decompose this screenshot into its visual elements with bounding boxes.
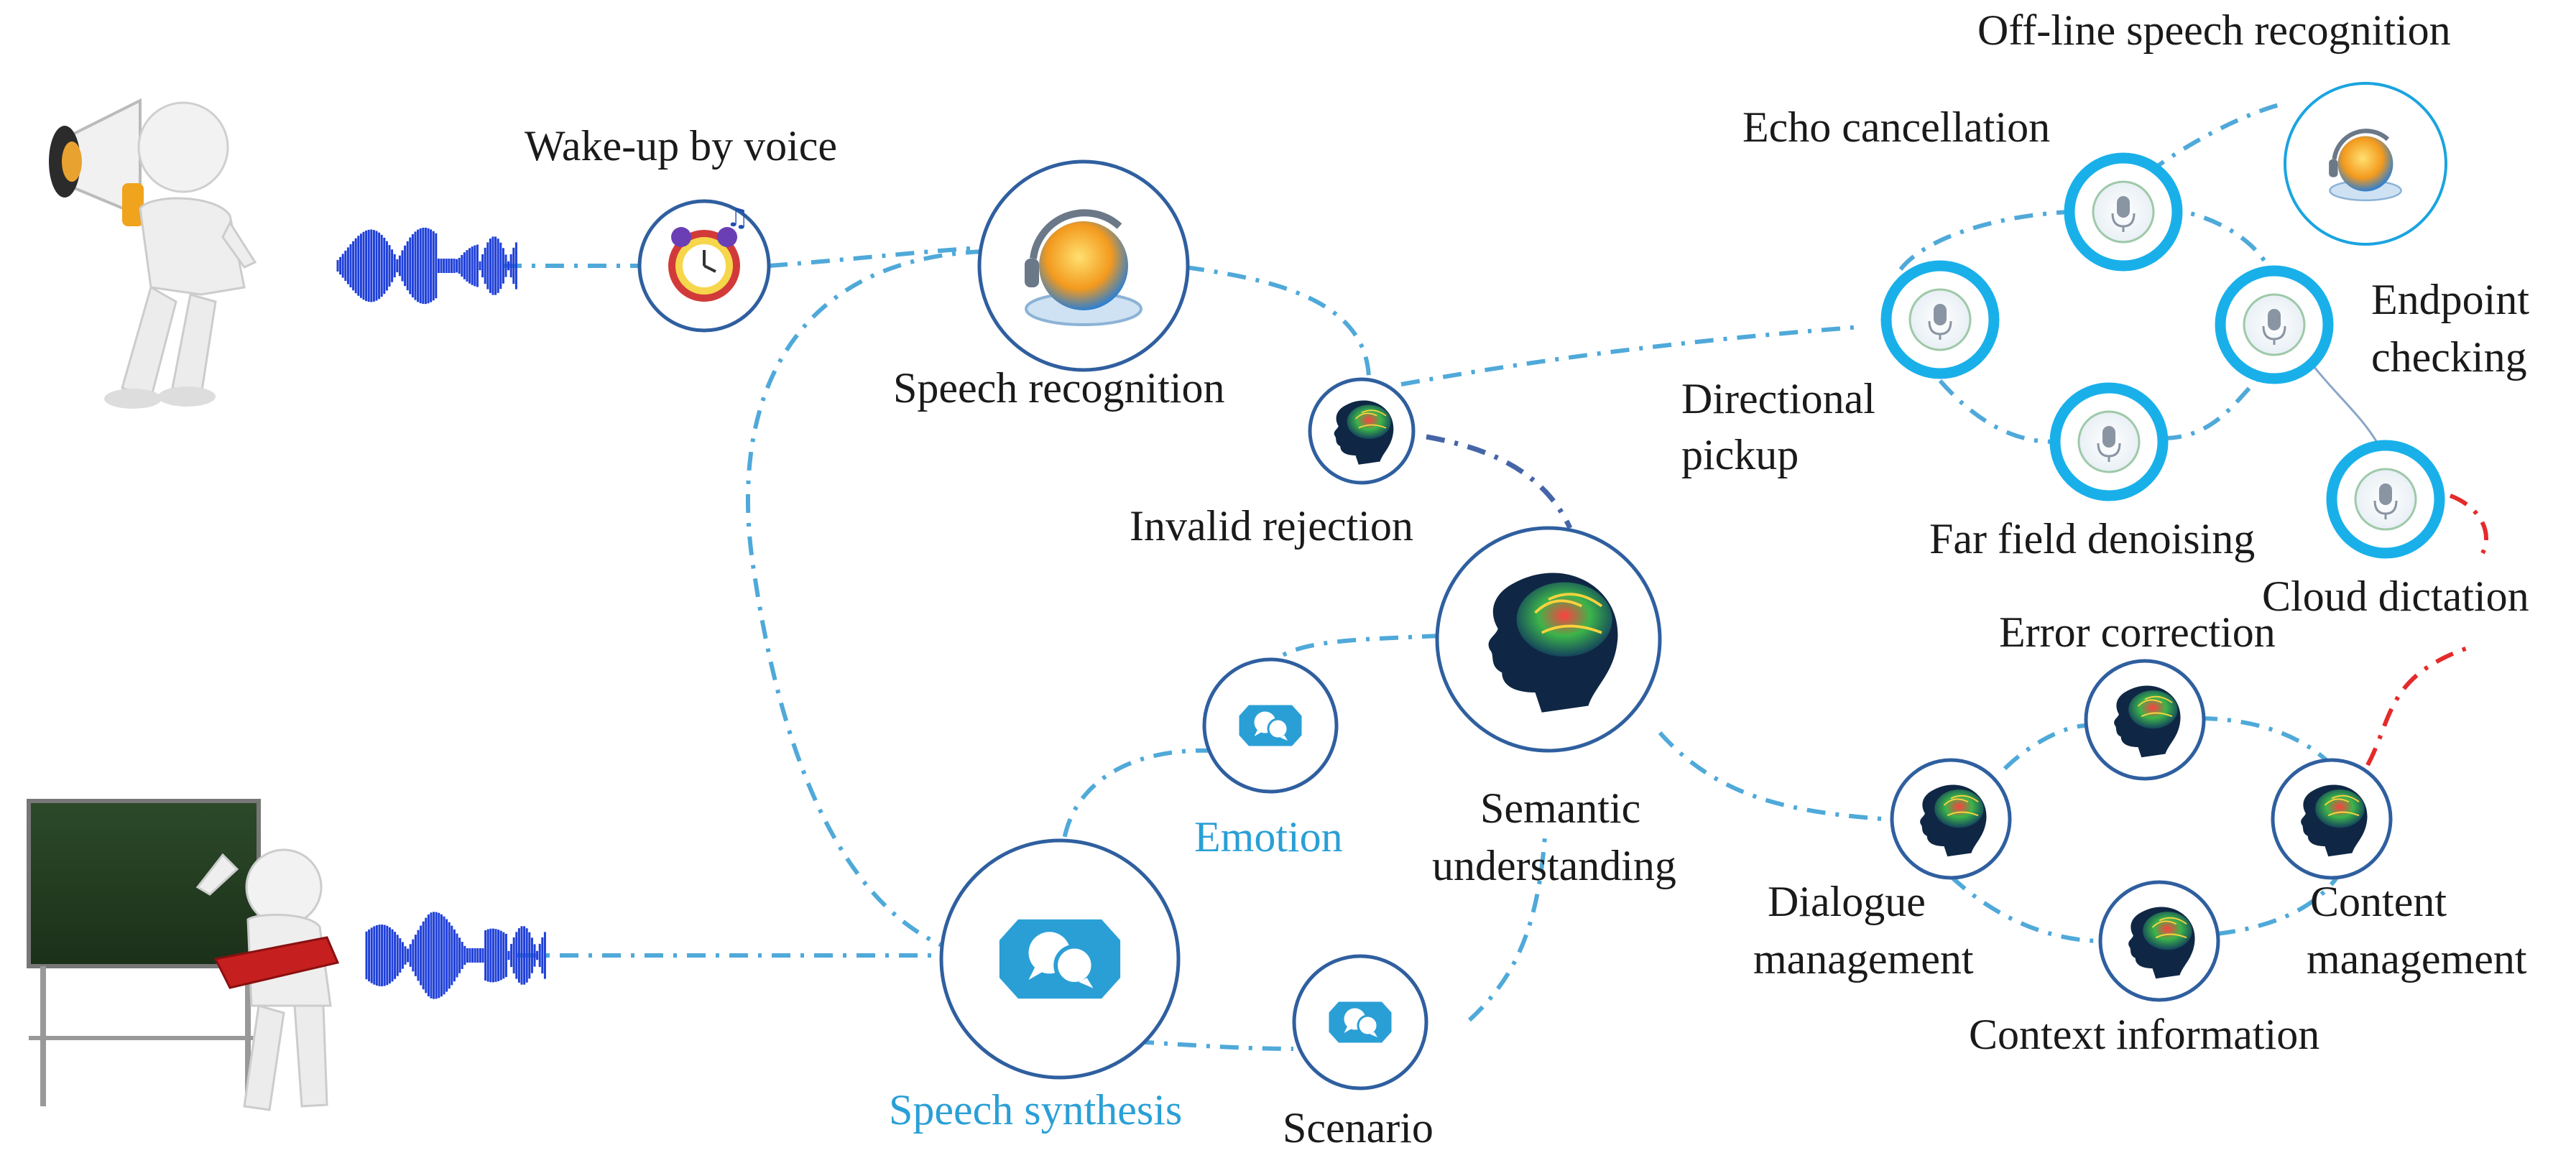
directional-pickup-node[interactable] [1880, 260, 2000, 379]
globe-headset-icon [1025, 209, 1142, 326]
connector-semantic-to-dialogue [1658, 731, 1883, 821]
alarm-clock-icon: ♫ [668, 203, 749, 302]
label-endpoint-2: checking [2371, 333, 2527, 381]
svg-text:♫: ♫ [726, 203, 749, 233]
connector-semantic-to-emotion [1278, 634, 1441, 659]
globe-headset-icon [2329, 129, 2402, 202]
echo-cancellation-node[interactable] [2064, 152, 2183, 272]
invalid-rejection-node[interactable] [1308, 377, 1416, 485]
connectors [503, 101, 2488, 1051]
connector-farfield-to-endpoint [2162, 379, 2258, 440]
microphone-icon [2354, 468, 2417, 531]
label-semantic-2: understanding [1432, 842, 1676, 889]
label-cloud-dictation: Cloud dictation [2262, 573, 2529, 620]
waveform-icon [336, 227, 517, 305]
label-error-correction: Error correction [1999, 608, 2276, 656]
connector-invalid-to-semantic [1426, 434, 1573, 529]
label-context-information: Context information [1969, 1011, 2319, 1058]
connector-recognition-to-synthesis [745, 249, 985, 950]
teacher-figure [27, 799, 340, 1111]
waveform-icon [365, 912, 546, 999]
label-speech-synthesis: Speech synthesis [889, 1086, 1182, 1134]
emotion-node[interactable] [1202, 657, 1339, 794]
connector-emotion-to-synthesis [1061, 748, 1215, 845]
label-emotion: Emotion [1194, 813, 1343, 861]
connector-directional-to-echo [1898, 210, 2070, 271]
connector-recognition-to-invalid [1185, 265, 1371, 378]
label-speech-recognition: Speech recognition [893, 364, 1225, 412]
microphone-icon [1908, 288, 1972, 351]
speaker-figure [49, 98, 257, 409]
chat-bubbles-icon [1328, 1001, 1393, 1044]
connector-context-to-content [2216, 868, 2345, 936]
connector-directional-to-farfield [1938, 379, 2056, 444]
label-directional-1: Directional [1681, 375, 1875, 422]
context-information-node[interactable] [2098, 880, 2220, 1002]
label-scenario: Scenario [1283, 1104, 1434, 1152]
label-offline-speech-recognition: Off-line speech recognition [1977, 6, 2451, 54]
connector-content-to-cloud [2365, 644, 2473, 766]
label-semantic-1: Semantic [1480, 784, 1640, 832]
connector-scenario-to-semantic [1467, 836, 1547, 1022]
label-content-1: Content [2310, 878, 2447, 925]
label-dialogue-2: management [1753, 935, 1974, 983]
microphone-icon [2243, 293, 2306, 356]
label-directional-2: pickup [1681, 431, 1799, 478]
far-field-denoising-node[interactable] [2049, 382, 2169, 501]
content-management-node[interactable] [2271, 758, 2393, 880]
cloud-dictation-node[interactable] [2326, 440, 2445, 559]
chat-bubbles-icon [1238, 704, 1303, 747]
microphone-icon [2077, 410, 2141, 473]
connector-wake-to-recognition [768, 246, 982, 268]
connector-echo-to-offline [2147, 101, 2288, 175]
label-dialogue-1: Dialogue [1768, 878, 1926, 925]
labels: Wake-up by voice Speech recognition Inva… [525, 6, 2529, 1152]
label-invalid-rejection: Invalid rejection [1130, 502, 1413, 550]
chat-bubbles-icon [1000, 920, 1120, 999]
semantic-understanding-node[interactable] [1435, 526, 1662, 753]
connector-cloud-to-mic [2449, 494, 2488, 555]
connector-dialogue-to-error [2003, 723, 2088, 771]
label-endpoint-1: Endpoint [2371, 276, 2529, 323]
endpoint-checking-node[interactable] [2215, 265, 2334, 384]
speech-synthesis-node[interactable] [939, 838, 1181, 1080]
blackboard [27, 799, 261, 968]
offline-speech-recognition-node[interactable] [2284, 82, 2447, 246]
label-content-2: management [2307, 935, 2527, 983]
speech-recognition-node[interactable] [977, 159, 1190, 372]
error-correction-node[interactable] [2084, 659, 2206, 781]
scenario-node[interactable] [1292, 954, 1428, 1090]
label-wake-up: Wake-up by voice [525, 122, 837, 170]
microphone-icon [2092, 180, 2155, 244]
label-echo-cancellation: Echo cancellation [1742, 103, 2050, 151]
label-far-field-denoising: Far field denoising [1929, 515, 2255, 562]
connector-dialogue-to-context [1949, 874, 2102, 943]
dialogue-management-node[interactable] [1890, 758, 2012, 880]
connector-error-to-content [2198, 716, 2334, 767]
connector-synthesis-to-scenario [1135, 1039, 1294, 1051]
wake-up-node[interactable]: ♫ [637, 199, 771, 333]
